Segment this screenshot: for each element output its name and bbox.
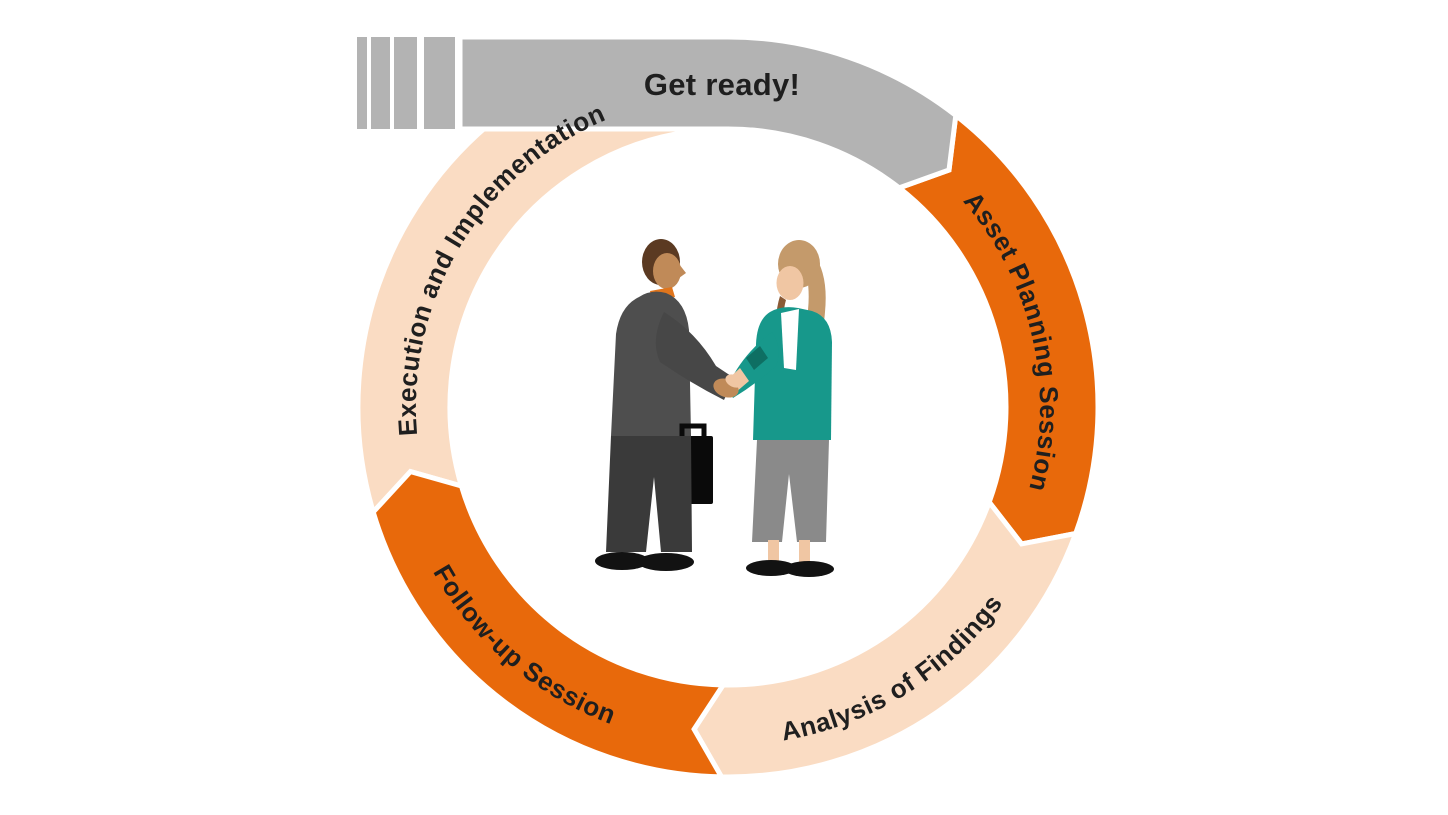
woman-sleeve-cuff — [746, 346, 768, 370]
woman-face — [776, 266, 804, 300]
woman-shoe — [784, 561, 834, 577]
banner-arrow-body — [457, 34, 959, 191]
man-nose — [679, 264, 686, 278]
segment-analysis-of-findings — [691, 496, 1080, 780]
woman-pants — [752, 440, 829, 542]
woman-shoe — [746, 560, 796, 576]
woman-ankle — [768, 540, 779, 566]
banner-stripe — [357, 37, 367, 129]
segment-follow-up-session — [370, 468, 728, 780]
banner-stripe — [394, 37, 417, 129]
ring-segments — [355, 37, 1101, 780]
woman-blouse — [781, 309, 799, 370]
man-shoe — [595, 552, 649, 570]
handshake-hands — [725, 374, 743, 388]
man-shoe — [638, 553, 694, 571]
man-arm — [655, 312, 734, 400]
banner-stripe — [424, 37, 455, 129]
man-figure — [595, 239, 743, 571]
man-face — [653, 253, 681, 289]
banner-label: Get ready! — [644, 67, 800, 102]
handshake-illustration — [595, 239, 834, 577]
banner-stripe — [371, 37, 390, 129]
entry-banner: Get ready! — [357, 34, 959, 191]
man-trousers — [606, 436, 692, 552]
woman-ankle — [799, 540, 810, 566]
woman-figure — [724, 240, 834, 577]
